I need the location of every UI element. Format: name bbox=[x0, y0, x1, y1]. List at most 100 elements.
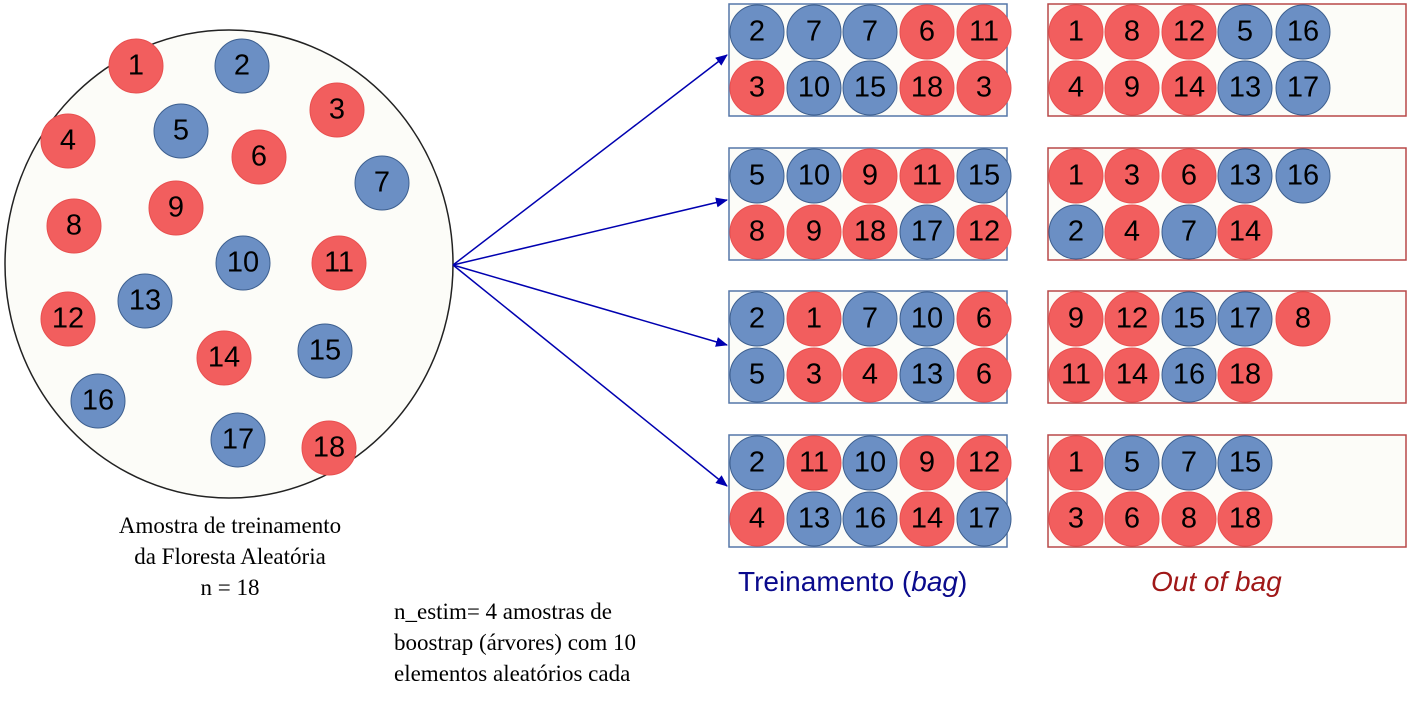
ball-label: 1 bbox=[1068, 16, 1084, 48]
ball-label: 15 bbox=[1229, 447, 1261, 479]
ball-circle bbox=[108, 38, 164, 94]
bag-2-ball-5: 5 bbox=[729, 148, 785, 204]
ball-circle bbox=[786, 291, 842, 347]
population-ball-12: 12 bbox=[40, 291, 96, 347]
ball-label: 7 bbox=[862, 16, 878, 48]
oob-1-ball-12: 12 bbox=[1161, 4, 1217, 60]
ball-label: 11 bbox=[912, 160, 942, 192]
oob-4-ball-7: 7 bbox=[1161, 435, 1217, 491]
bag-1-ball-15: 15 bbox=[842, 60, 898, 116]
ball-circle bbox=[786, 60, 842, 116]
ball-circle bbox=[956, 148, 1012, 204]
ball-label: 6 bbox=[1124, 503, 1140, 535]
ball-label: 3 bbox=[1068, 503, 1084, 535]
legend-train-prefix: Treinamento ( bbox=[738, 566, 912, 597]
ball-label: 16 bbox=[1173, 359, 1205, 391]
ball-circle bbox=[210, 412, 266, 468]
ball-circle bbox=[786, 148, 842, 204]
oob-2-ball-14: 14 bbox=[1217, 204, 1273, 260]
oob-3-ball-11: 11 bbox=[1048, 347, 1104, 403]
ball-circle bbox=[729, 491, 785, 547]
ball-circle bbox=[1161, 4, 1217, 60]
bootstrap-arrows bbox=[452, 54, 728, 487]
ball-label: 18 bbox=[1229, 503, 1261, 535]
ball-circle bbox=[842, 60, 898, 116]
ball-circle bbox=[786, 204, 842, 260]
oob-4-ball-15: 15 bbox=[1217, 435, 1273, 491]
ball-label: 8 bbox=[66, 210, 82, 242]
ball-circle bbox=[1048, 204, 1104, 260]
oob-4-ball-18: 18 bbox=[1217, 491, 1273, 547]
ball-label: 7 bbox=[806, 16, 822, 48]
bag-3-ball-2: 2 bbox=[729, 291, 785, 347]
oob-3-ball-9: 9 bbox=[1048, 291, 1104, 347]
ball-label: 14 bbox=[911, 503, 943, 535]
ball-circle bbox=[786, 435, 842, 491]
oob-3-ball-15: 15 bbox=[1161, 291, 1217, 347]
population-ball-1: 1 bbox=[108, 38, 164, 94]
ball-circle bbox=[842, 148, 898, 204]
ball-circle bbox=[729, 435, 785, 491]
ball-circle bbox=[786, 491, 842, 547]
ball-circle bbox=[1217, 347, 1273, 403]
ball-circle bbox=[899, 4, 955, 60]
ball-label: 10 bbox=[911, 303, 943, 335]
ball-circle bbox=[1217, 291, 1273, 347]
population-ball-16: 16 bbox=[70, 373, 126, 429]
bag-2-ball-9: 9 bbox=[786, 204, 842, 260]
population-ball-4: 4 bbox=[40, 113, 96, 169]
ball-label: 8 bbox=[749, 216, 765, 248]
ball-circle bbox=[1217, 148, 1273, 204]
ball-label: 9 bbox=[919, 447, 935, 479]
ball-circle bbox=[729, 204, 785, 260]
population-ball-11: 11 bbox=[311, 235, 367, 291]
ball-label: 2 bbox=[749, 447, 765, 479]
ball-label: 8 bbox=[1181, 503, 1197, 535]
ball-label: 17 bbox=[1287, 72, 1319, 104]
ball-label: 4 bbox=[1124, 216, 1140, 248]
ball-label: 9 bbox=[862, 160, 878, 192]
bag-1-ball-3: 3 bbox=[956, 60, 1012, 116]
ball-label: 15 bbox=[1173, 303, 1205, 335]
ball-label: 2 bbox=[749, 303, 765, 335]
bag-2-ball-18: 18 bbox=[842, 204, 898, 260]
ball-circle bbox=[1161, 148, 1217, 204]
ball-circle bbox=[40, 291, 96, 347]
ball-label: 10 bbox=[798, 160, 830, 192]
ball-circle bbox=[1048, 435, 1104, 491]
ball-label: 1 bbox=[128, 50, 144, 82]
ball-label: 3 bbox=[806, 359, 822, 391]
bag-4-ball-14: 14 bbox=[899, 491, 955, 547]
population-ball-6: 6 bbox=[231, 129, 287, 185]
oob-3-ball-12: 12 bbox=[1104, 291, 1160, 347]
bag-4-ball-13: 13 bbox=[786, 491, 842, 547]
ball-label: 11 bbox=[324, 247, 354, 279]
ball-circle bbox=[1275, 291, 1331, 347]
oob-1-ball-16: 16 bbox=[1275, 4, 1331, 60]
ball-circle bbox=[1104, 4, 1160, 60]
ball-label: 16 bbox=[1287, 16, 1319, 48]
ball-circle bbox=[786, 347, 842, 403]
ball-circle bbox=[1275, 60, 1331, 116]
arrow-to-bag-3 bbox=[452, 264, 728, 347]
bag-3-ball-1: 1 bbox=[786, 291, 842, 347]
bag-4-ball-16: 16 bbox=[842, 491, 898, 547]
ball-label: 7 bbox=[862, 303, 878, 335]
ball-label: 7 bbox=[374, 167, 390, 199]
population-ball-7: 7 bbox=[354, 155, 410, 211]
bag-1-ball-18: 18 bbox=[899, 60, 955, 116]
legend-train-suffix: ) bbox=[957, 566, 968, 597]
oob-1-ball-8: 8 bbox=[1104, 4, 1160, 60]
ball-label: 7 bbox=[1181, 216, 1197, 248]
arrow-to-bag-1 bbox=[452, 54, 728, 266]
ball-circle bbox=[899, 291, 955, 347]
ball-circle bbox=[148, 180, 204, 236]
bag-2-ball-8: 8 bbox=[729, 204, 785, 260]
oob-1-ball-4: 4 bbox=[1048, 60, 1104, 116]
ball-label: 17 bbox=[1229, 303, 1261, 335]
ball-circle bbox=[786, 4, 842, 60]
ball-label: 18 bbox=[911, 72, 943, 104]
ball-label: 9 bbox=[1124, 72, 1140, 104]
population-ball-5: 5 bbox=[153, 103, 209, 159]
